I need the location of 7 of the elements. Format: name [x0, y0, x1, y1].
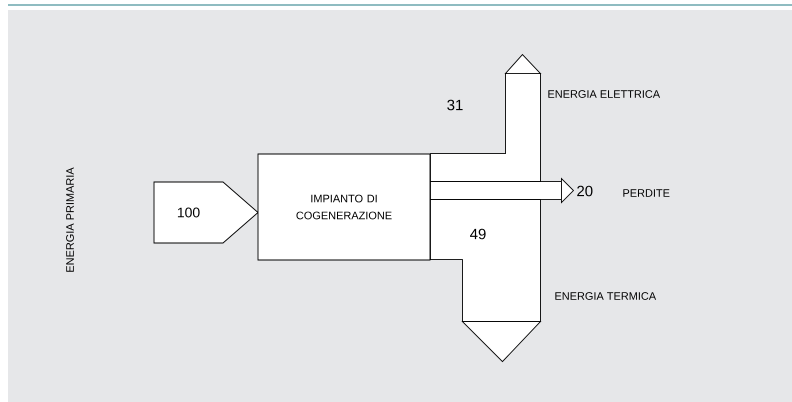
value-label: 20 — [577, 186, 592, 196]
flow-label: ENERGIA TERMICA — [555, 292, 656, 300]
flow-label: ENERGIA PRIMARIA — [66, 167, 74, 272]
flow-label: ENERGIA ELETTRICA — [548, 90, 660, 98]
value-label: 49 — [470, 228, 486, 240]
value-label: 31 — [447, 100, 463, 110]
flow-label: PERDITE — [623, 189, 670, 197]
